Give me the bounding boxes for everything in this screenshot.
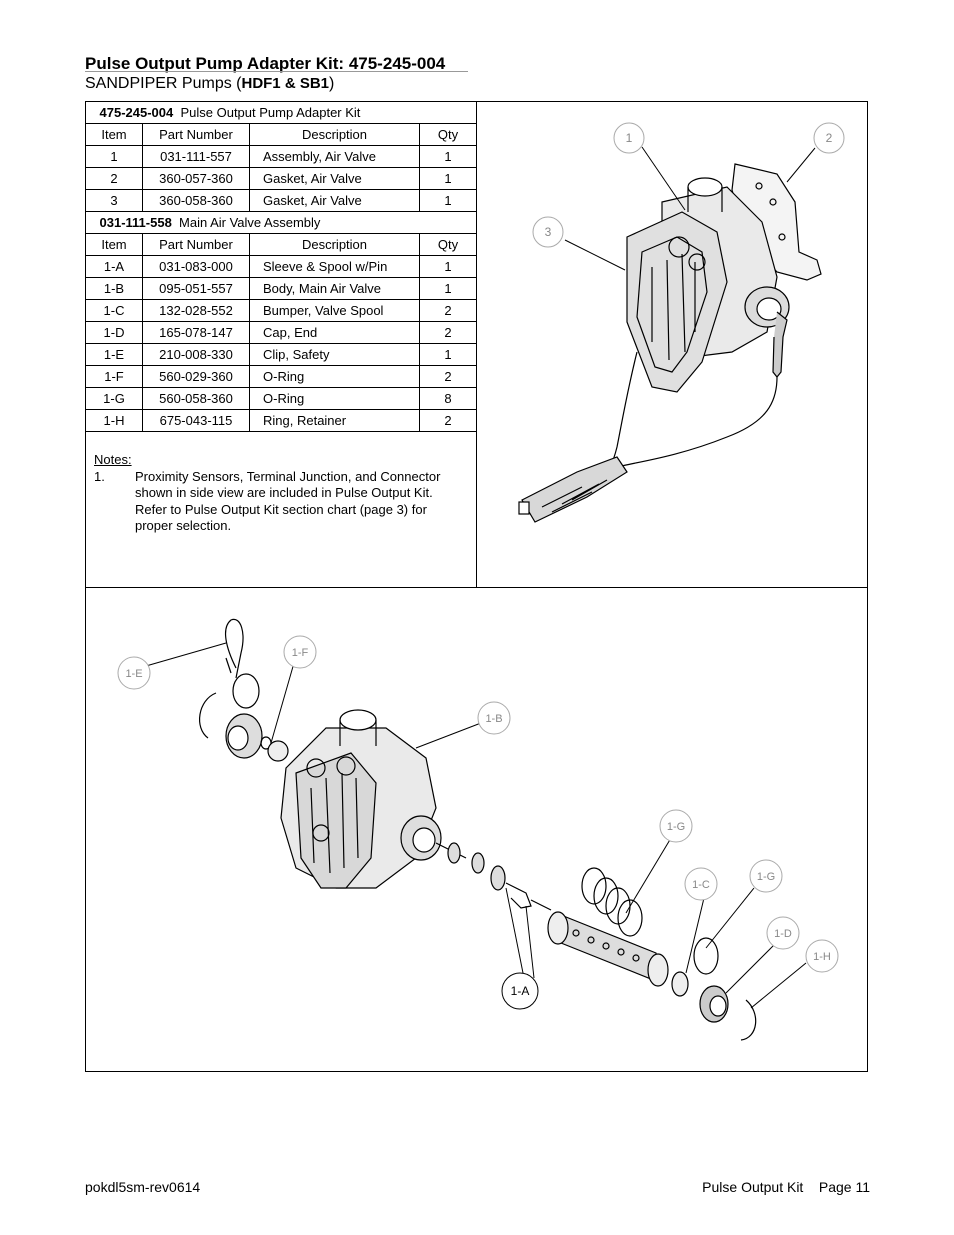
subtitle-suffix: ) [329,75,335,92]
horizontal-divider [85,587,868,588]
col-description: Description [249,123,420,146]
assembly-number: 031-111-558 [99,215,172,230]
assembly-column-headers: Item Part Number Description Qty [85,233,477,256]
parts-table: 475-245-004 Pulse Output Pump Adapter Ki… [85,101,477,432]
note-text: Proximity Sensors, Terminal Junction, an… [135,468,441,534]
page-title: Pulse Output Pump Adapter Kit: 475-245-0… [85,54,446,73]
subtitle-models: HDF1 & SB1 [241,75,330,92]
callout-1-E: 1-E [125,668,142,680]
callout-3: 3 [545,225,552,239]
kit-name: Pulse Output Pump Adapter Kit [180,105,361,120]
col-qty: Qty [419,123,477,146]
assembly-name: Main Air Valve Assembly [179,215,321,230]
subtitle-prefix: SANDPIPER Pumps ( [85,75,242,92]
callout-1-G-right: 1-G [757,871,775,883]
callout-1-H: 1-H [813,951,831,963]
callout-1-G: 1-G [667,821,685,833]
page-subtitle: SANDPIPER Pumps (HDF1 & SB1) [85,75,334,93]
callout-1-F: 1-F [292,647,309,659]
callout-1-B: 1-B [485,713,502,725]
callout-1: 1 [626,131,633,145]
col-part-number: Part Number [142,123,250,146]
vertical-divider [476,101,477,588]
kit-number: 475-245-004 [99,105,174,120]
notes-label: Notes: [94,452,132,467]
exploded-valve-diagram: 1-E 1-F 1-B 1-G 1-C 1-G 1-D 1-H 1-A [117,618,839,1041]
note-number: 1. [94,468,105,484]
note-item: 1. Proximity Sensors, Terminal Junction,… [94,469,464,535]
assembly-header-row: 031-111-558 Main Air Valve Assembly [85,211,477,234]
kit-column-headers: Item Part Number Description Qty [85,123,477,146]
callout-2: 2 [826,131,833,145]
footer-doc-id: pokdl5sm-rev0614 [85,1179,201,1195]
notes-block: Notes: 1. Proximity Sensors, Terminal Ju… [94,452,464,535]
title-underline [85,71,468,72]
callout-1-C: 1-C [692,879,710,891]
callout-1-D: 1-D [774,928,792,940]
col-item: Item [85,123,143,146]
kit-header-row: 475-245-004 Pulse Output Pump Adapter Ki… [85,101,477,124]
footer-page-label: Pulse Output Kit Page 11 [702,1179,870,1195]
assembled-valve-diagram: 1 2 3 [518,122,845,523]
callout-1-A: 1-A [511,984,530,998]
